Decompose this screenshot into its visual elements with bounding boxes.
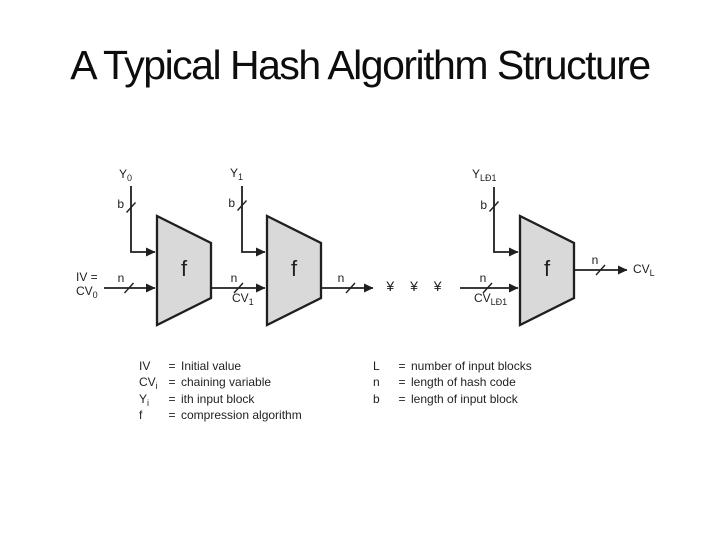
iv-caption-line1: IV = — [76, 270, 98, 284]
final-cv-label: CVL — [633, 262, 655, 278]
legend-row-L: L = number of input blocks — [373, 358, 532, 374]
stage2-b-label: b — [228, 196, 235, 210]
stage1-b-width-tick — [125, 202, 137, 213]
stage1-f-label: f — [180, 256, 188, 281]
stage2-n-label: n — [230, 271, 238, 285]
legend-symbol: CVi — [139, 375, 158, 392]
legend-row-b: b = length of input block — [373, 391, 532, 407]
legend-row-iv: IV = Initial value — [139, 358, 302, 374]
stage3-b-width-tick — [488, 201, 500, 212]
stage1-y-label: Y0 — [119, 167, 133, 183]
legend-row-f: f = compression algorithm — [139, 407, 302, 423]
stage3-n-width-tick — [482, 282, 493, 294]
stage2-f-label: f — [290, 256, 298, 281]
stage1-n-label: n — [117, 271, 125, 285]
legend-equals: = — [168, 391, 176, 406]
stage3-y-input-wire — [493, 187, 519, 257]
stage3-f-label: f — [543, 256, 551, 281]
legend-equals: = — [168, 359, 176, 373]
legend-right-column: L = number of input blocks n = length of… — [373, 358, 532, 407]
stage3-f-block — [518, 214, 576, 327]
mid-n-label: n — [337, 271, 345, 285]
legend-symbol: b — [373, 391, 380, 406]
stage1-n-width-tick — [123, 282, 135, 294]
stage1-y-input-wire — [130, 186, 156, 257]
legend-description: ith input block — [181, 391, 255, 406]
legend-symbol: L — [373, 359, 380, 373]
stage3-n-label: n — [479, 271, 487, 285]
legend-equals: = — [168, 407, 176, 422]
iv-caption: IV = CV0 — [76, 270, 98, 300]
stage3-cv-caption: CVLÐ1 — [474, 291, 508, 307]
legend-symbol: Yi — [139, 391, 150, 408]
legend-description: number of input blocks — [411, 359, 532, 373]
final-n-width-tick — [595, 264, 606, 276]
stage2-cv-caption: CV1 — [232, 291, 254, 307]
legend-equals: = — [398, 359, 406, 373]
legend-symbol: f — [139, 407, 143, 422]
iv-caption-cv: CV — [76, 284, 93, 298]
stage3-y-label: YLÐ1 — [472, 167, 497, 183]
stage1-f-block — [155, 214, 213, 327]
legend-description: compression algorithm — [181, 407, 302, 422]
legend-equals: = — [168, 375, 176, 390]
legend-symbol: n — [373, 375, 380, 390]
legend-description: chaining variable — [181, 375, 272, 390]
mid-n-width-tick — [345, 282, 356, 294]
final-n-label: n — [591, 253, 599, 267]
stage2-f-block — [265, 214, 323, 327]
slide-title: A Typical Hash Algorithm Structure — [70, 42, 651, 88]
legend-description: length of hash code — [411, 375, 516, 390]
legend-left-column: IV = Initial value CVi = chaining variab… — [139, 358, 302, 423]
legend-row-n: n = length of hash code — [373, 374, 532, 390]
legend-equals: = — [398, 391, 406, 406]
stage1-b-label: b — [117, 197, 124, 211]
stage2-y-label: Y1 — [230, 166, 244, 182]
stage2-n-width-tick — [233, 282, 244, 294]
stage3-b-label: b — [480, 198, 487, 212]
legend-symbol: IV — [139, 359, 151, 373]
legend-description: Initial value — [181, 359, 242, 373]
stage2-b-width-tick — [236, 200, 248, 211]
ellipsis-dots: ¥ ¥ ¥ — [386, 278, 448, 294]
legend-equals: = — [398, 375, 406, 390]
legend-row-y: Yi = ith input block — [139, 391, 302, 408]
stage2-y-input-wire — [241, 186, 266, 257]
legend-row-cv: CVi = chaining variable — [139, 374, 302, 392]
legend-description: length of input block — [411, 391, 518, 406]
